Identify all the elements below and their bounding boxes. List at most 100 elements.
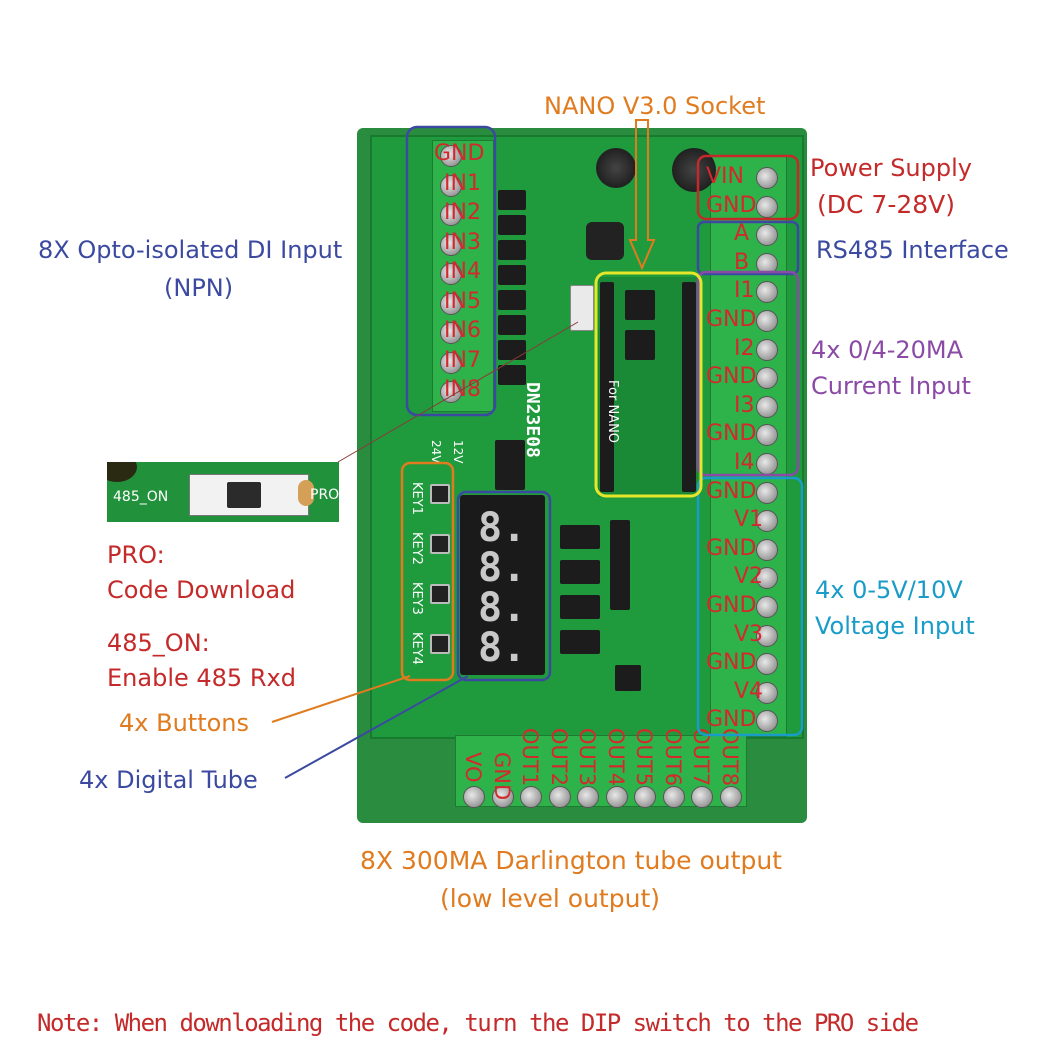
- nano-highlight-box: [594, 271, 703, 498]
- di-pin-label: IN2: [444, 200, 481, 225]
- buttons-label: 4x Buttons: [119, 709, 249, 737]
- di-pin-label: IN7: [444, 347, 481, 373]
- right-pin-label: I3: [734, 392, 755, 418]
- driver-chip: [560, 630, 600, 654]
- voltage-label-2: Voltage Input: [815, 612, 975, 640]
- driver-chip: [560, 525, 600, 549]
- terminal-screw[interactable]: [756, 281, 778, 304]
- right-pin-label: B: [734, 249, 750, 275]
- terminal-screw[interactable]: [440, 204, 462, 226]
- terminal-screw[interactable]: [440, 292, 462, 315]
- terminal-screw[interactable]: [440, 263, 462, 285]
- driver-chip: [615, 665, 641, 691]
- buttons-leader: [271, 675, 411, 723]
- on-description: Enable 485 Rxd: [107, 664, 296, 692]
- di-pin-label: IN1: [444, 170, 481, 196]
- ic-chip: [625, 290, 655, 320]
- optocoupler-chip: [498, 365, 526, 385]
- right-pin-label: GND: [706, 593, 757, 618]
- output-label-1: 8X 300MA Darlington tube output: [360, 846, 782, 875]
- terminal-screw[interactable]: [756, 481, 778, 504]
- key-button[interactable]: [430, 584, 450, 604]
- nano-pointer: [628, 119, 656, 271]
- right-pin-label: I2: [734, 335, 755, 361]
- terminal-screw[interactable]: [440, 174, 462, 197]
- di-pin-label: GND: [434, 141, 485, 166]
- optocoupler-chip: [498, 290, 526, 310]
- current-highlight-box: [696, 270, 800, 477]
- right-pin-label: VIN: [706, 164, 744, 189]
- terminal-screw[interactable]: [756, 653, 778, 676]
- tube-highlight-box: [456, 490, 552, 682]
- terminal-screw[interactable]: [756, 596, 778, 618]
- optocoupler-chip: [498, 340, 526, 360]
- inset-switch-knob[interactable]: [227, 482, 261, 508]
- terminal-screw[interactable]: [491, 786, 514, 808]
- di-pin-label: IN3: [444, 229, 481, 255]
- terminal-screw[interactable]: [440, 233, 462, 256]
- voltage-label-1: 4x 0-5V/10V: [815, 576, 963, 604]
- right-pin-label: GND: [706, 364, 757, 390]
- terminal-screw[interactable]: [440, 145, 462, 167]
- digital-tube-display: [460, 495, 545, 675]
- right-pin-label: GND: [706, 307, 757, 332]
- terminal-screw[interactable]: [520, 786, 542, 808]
- power-supply-label: Power Supply: [810, 154, 972, 182]
- pro-title: PRO:: [107, 541, 165, 569]
- terminal-screw[interactable]: [548, 786, 571, 808]
- terminal-screw[interactable]: [756, 224, 778, 247]
- terminal-screw[interactable]: [719, 786, 742, 808]
- inset-switch-body[interactable]: [189, 474, 309, 516]
- dip-switch[interactable]: [570, 285, 594, 331]
- terminal-screw[interactable]: [756, 567, 778, 590]
- terminal-screw[interactable]: [756, 710, 778, 733]
- inset-side-pad: [298, 480, 314, 506]
- di-npn-label: (NPN): [164, 274, 234, 302]
- terminal-screw[interactable]: [605, 786, 628, 808]
- terminal-screw[interactable]: [691, 786, 713, 808]
- terminal-screw[interactable]: [756, 424, 778, 447]
- terminal-screw[interactable]: [463, 786, 485, 808]
- capacitor: [596, 148, 636, 188]
- terminal-screw[interactable]: [634, 786, 656, 808]
- key-button[interactable]: [430, 484, 450, 504]
- switch-inset: 485_ON PRO: [107, 462, 339, 522]
- terminal-screw[interactable]: [756, 395, 778, 418]
- optocoupler-chip: [498, 240, 526, 260]
- optocoupler-chip: [498, 265, 526, 285]
- terminal-screw[interactable]: [577, 786, 599, 808]
- driver-chip: [495, 440, 525, 490]
- on-title: 485_ON:: [107, 629, 210, 657]
- terminal-screw[interactable]: [440, 351, 462, 374]
- inset-pro-label: PRO: [310, 487, 339, 503]
- terminal-screw[interactable]: [756, 367, 778, 390]
- right-pin-label: GND: [706, 650, 757, 676]
- terminal-screw[interactable]: [756, 510, 778, 533]
- right-pin-label: I4: [734, 450, 755, 475]
- terminal-screw[interactable]: [756, 195, 778, 218]
- terminal-screw[interactable]: [756, 538, 778, 561]
- rs485-highlight-box: [696, 220, 800, 276]
- note-text: Note: When downloading the code, turn th…: [37, 1009, 919, 1037]
- terminal-screw[interactable]: [756, 167, 778, 189]
- right-pin-label: V3: [734, 621, 764, 647]
- key-button[interactable]: [430, 534, 450, 554]
- terminal-screw[interactable]: [756, 681, 778, 704]
- right-pin-label: A: [734, 221, 750, 247]
- di-pin-label: IN4: [444, 259, 481, 284]
- terminal-screw[interactable]: [756, 310, 778, 332]
- driver-chip: [560, 595, 600, 619]
- terminal-screw[interactable]: [440, 381, 462, 403]
- inset-485-on-label: 485_ON: [113, 489, 169, 505]
- key-button[interactable]: [430, 634, 450, 654]
- terminal-screw[interactable]: [662, 786, 685, 808]
- nano-socket-label: NANO V3.0 Socket: [544, 92, 766, 120]
- ic-chip: [625, 330, 655, 360]
- terminal-screw[interactable]: [756, 338, 778, 361]
- terminal-screw[interactable]: [440, 322, 462, 344]
- terminal-screw[interactable]: [756, 624, 778, 647]
- voltage-highlight-box: [696, 476, 804, 737]
- di-highlight-box: [405, 125, 497, 417]
